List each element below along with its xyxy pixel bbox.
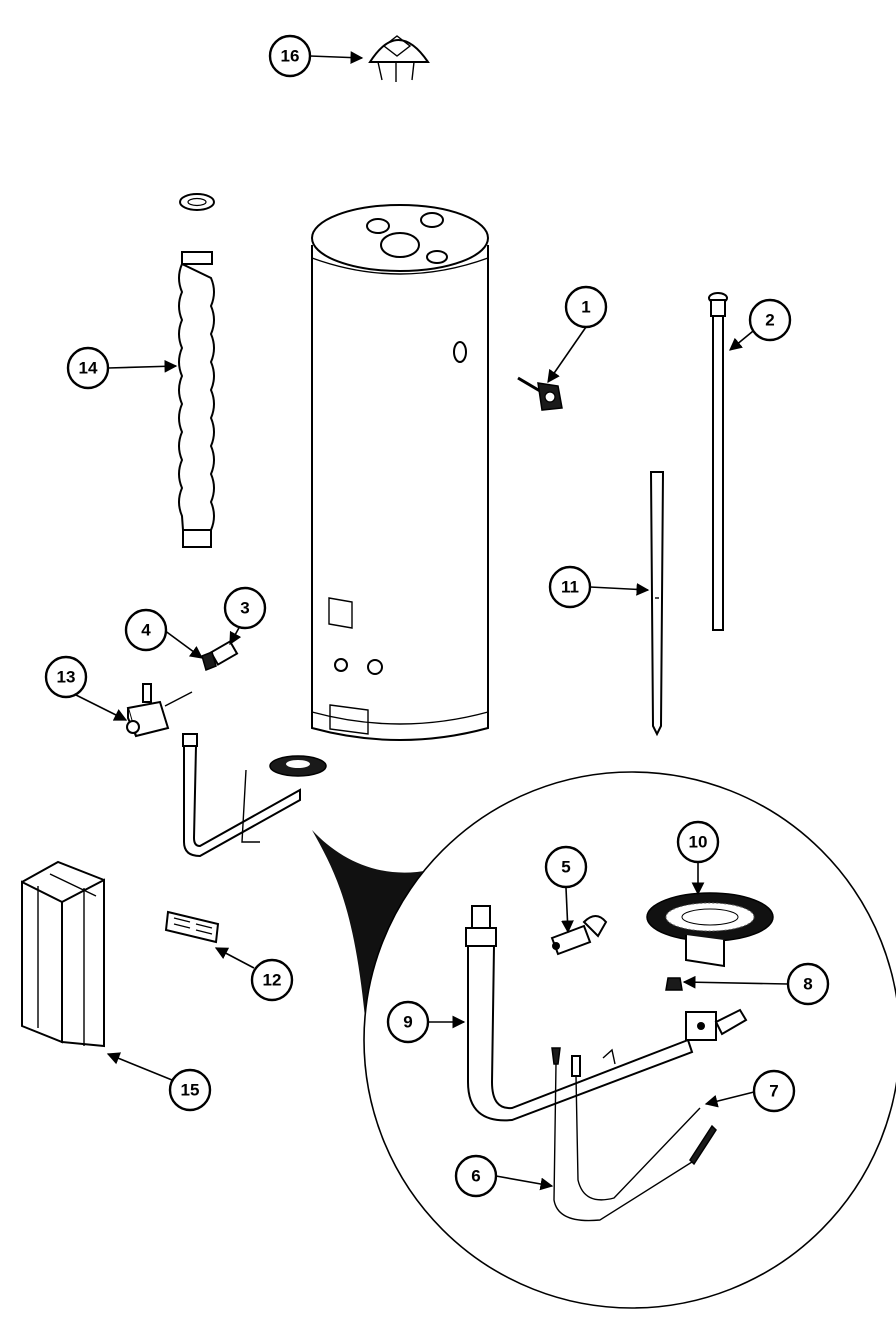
leader-lines [75,51,789,1191]
callout-label: 5 [561,858,570,877]
callout-label: 1 [581,298,590,317]
part-5-bracket [550,915,608,956]
part-16-cap [368,35,430,82]
callout-label: 14 [79,359,98,378]
part-12-label [164,910,220,944]
callout-8: 8 [786,962,830,1006]
callout-9: 9 [386,1000,430,1044]
callout-label: 8 [803,975,812,994]
part-11-dip-tube [649,471,665,737]
callout-5: 5 [544,845,588,889]
callout-label: 12 [263,971,282,990]
part-6-7-thermocouple [551,1047,717,1222]
callout-4: 4 [124,608,168,652]
callout-13: 13 [44,655,88,699]
callout-15: 15 [168,1068,212,1112]
callout-6: 6 [454,1154,498,1198]
water-heater-tank [311,204,489,741]
part-10-burner [646,892,774,968]
callout-label: 2 [765,311,774,330]
detail-circle [363,771,896,1309]
callout-2: 2 [748,298,792,342]
part-13-gas-control [126,683,193,738]
callout-3: 3 [223,586,267,630]
callout-label: 4 [141,621,151,640]
callout-label: 15 [181,1081,200,1100]
part-15-jacket-panel [21,860,105,1048]
burner-assembly-small [182,733,327,858]
callout-label: 13 [57,668,76,687]
callout-label: 16 [281,47,300,66]
callout-16: 16 [268,34,312,78]
part-9-supply-tube [465,905,694,1122]
callout-label: 11 [561,578,579,597]
part-14-flex-tube [178,193,215,548]
callout-1: 1 [564,285,608,329]
part-1-valve [517,376,563,411]
manifold-assembly [602,1008,748,1065]
callout-10: 10 [676,820,720,864]
callout-12: 12 [250,958,294,1002]
callout-14: 14 [66,346,110,390]
callout-7: 7 [752,1069,796,1113]
callout-label: 3 [240,599,249,618]
callout-label: 9 [403,1013,412,1032]
callout-label: 10 [689,833,708,852]
detail-zoom-funnel [312,830,430,1080]
callout-label: 7 [769,1082,778,1101]
part-3-4-drain-valve [201,640,239,672]
part-2-anode-rod [708,292,728,631]
callout-11: 11 [548,565,592,609]
callout-label: 6 [471,1167,480,1186]
part-8-orifice [665,977,683,991]
